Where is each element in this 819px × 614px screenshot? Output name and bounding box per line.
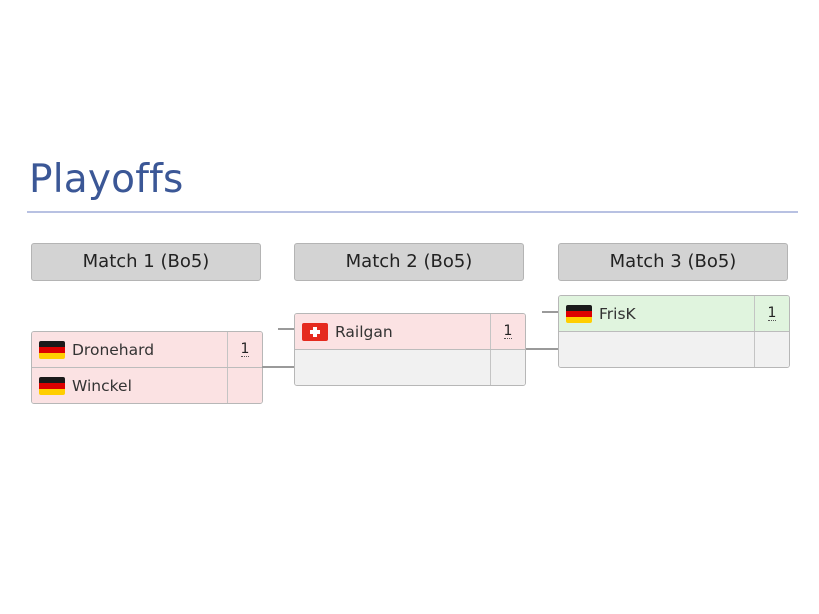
- match-1-box: Dronehard 1 Winckel: [31, 331, 263, 404]
- match-1-slot-1[interactable]: Dronehard 1: [32, 332, 262, 368]
- player-name[interactable]: FrisK: [599, 304, 636, 323]
- round-header-1: Match 1 (Bo5): [31, 243, 261, 281]
- score-value[interactable]: 1: [767, 305, 777, 321]
- bracket-connector: [526, 348, 558, 350]
- score-cell: [490, 350, 525, 385]
- player-name[interactable]: Dronehard: [72, 340, 155, 359]
- match-3-slot-1[interactable]: FrisK 1: [559, 296, 789, 332]
- title-divider: [27, 211, 798, 213]
- germany-flag-icon: [39, 340, 65, 359]
- bracket-connector: [262, 366, 294, 368]
- score-cell: 1: [490, 314, 525, 349]
- score-cell: [227, 368, 262, 403]
- score-value[interactable]: 1: [240, 341, 250, 357]
- germany-flag-icon: [39, 376, 65, 395]
- bracket-connector: [542, 311, 558, 313]
- match-3-slot-2: [559, 332, 789, 367]
- germany-flag-icon: [566, 304, 592, 323]
- bracket-connector: [278, 328, 294, 330]
- page-title: Playoffs: [29, 157, 184, 202]
- score-value[interactable]: 1: [503, 323, 513, 339]
- match-2-slot-2: [295, 350, 525, 385]
- player-name[interactable]: Winckel: [72, 376, 132, 395]
- round-header-3: Match 3 (Bo5): [558, 243, 788, 281]
- round-header-2: Match 2 (Bo5): [294, 243, 524, 281]
- match-1-slot-2[interactable]: Winckel: [32, 368, 262, 403]
- match-3-box: FrisK 1: [558, 295, 790, 368]
- score-cell: 1: [754, 296, 789, 331]
- switzerland-flag-icon: [302, 322, 328, 341]
- score-cell: 1: [227, 332, 262, 367]
- score-cell: [754, 332, 789, 367]
- match-2-slot-1[interactable]: Railgan 1: [295, 314, 525, 350]
- player-name[interactable]: Railgan: [335, 322, 393, 341]
- match-2-box: Railgan 1: [294, 313, 526, 386]
